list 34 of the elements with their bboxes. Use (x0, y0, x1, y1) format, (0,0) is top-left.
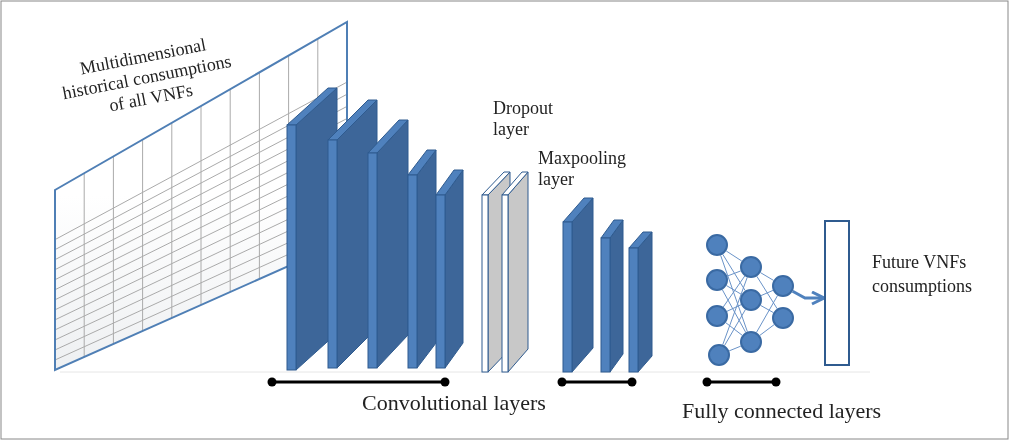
connection-line (725, 322, 743, 336)
connection-line (726, 285, 742, 295)
neuron-circle (740, 289, 762, 311)
connection-line (722, 275, 746, 308)
connection-line (760, 289, 774, 297)
neuron-circle (706, 234, 728, 256)
connection-line (725, 250, 743, 262)
connection-line (722, 276, 748, 346)
neuron-circle (772, 275, 794, 297)
connection-line (726, 304, 742, 312)
neuron-circle (706, 305, 728, 327)
connection-line (755, 295, 779, 333)
neuron-circle (706, 269, 728, 291)
layer-label: Dropout layer (493, 98, 554, 140)
neuron-circle (772, 307, 794, 329)
connection-line (760, 304, 774, 314)
output-box (824, 220, 850, 366)
connection-line (726, 270, 742, 277)
layer-label: Convolutional layers (362, 390, 546, 416)
output-caption: Future VNFs consumptions (872, 251, 973, 298)
neuron-circle (740, 256, 762, 278)
connection-line (722, 253, 746, 292)
connection-line (759, 272, 775, 281)
connection-line (728, 345, 742, 352)
layer-label: Fully connected layers (682, 398, 882, 424)
connection-line (724, 309, 746, 346)
connection-line (759, 324, 775, 336)
connection-line (721, 289, 747, 333)
layer-label: Maxpooling layer (538, 148, 627, 190)
connection-line (720, 254, 748, 333)
connection-line (756, 275, 778, 310)
arrow (791, 289, 826, 306)
neuron-circle (740, 331, 762, 353)
neuron-circle (708, 344, 730, 366)
